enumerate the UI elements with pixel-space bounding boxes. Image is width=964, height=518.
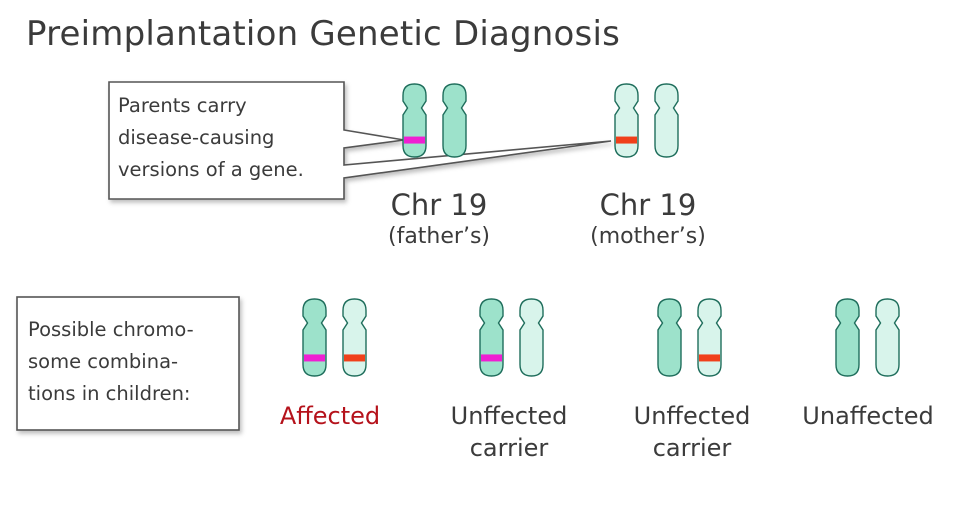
mother-chr-name: Chr 19: [599, 188, 697, 222]
mother-chromosome-pair: [614, 83, 679, 158]
child-label-line: Affected: [279, 402, 381, 430]
child3-chromosome-mother: [697, 298, 722, 377]
child-pair-affected: [302, 298, 367, 377]
child4-chromosome-mother: [875, 298, 900, 377]
child-pair-carrier-mother: [657, 298, 722, 377]
child-label-unaffected: Unaffected: [788, 400, 948, 432]
child-label-line: Unaffected: [802, 402, 934, 430]
father-chromosome-left: [402, 83, 427, 158]
callout-children-line: some combina-: [28, 350, 179, 373]
child2-chromosome-father: [479, 298, 504, 377]
child-label-carrier-1: Unffected carrier: [434, 400, 584, 464]
callout-parents-line: disease-causing: [118, 126, 275, 149]
callout-children-line: Possible chromo-: [28, 318, 194, 341]
child1-chromosome-mother: [342, 298, 367, 377]
child1-chromosome-father: [302, 298, 327, 377]
page-title: Preimplantation Genetic Diagnosis: [26, 14, 621, 54]
father-chr-owner: (father’s): [388, 224, 490, 249]
mother-mutation-band: [616, 136, 637, 144]
child4-chromosome-father: [835, 298, 860, 377]
father-chr-name: Chr 19: [390, 188, 488, 222]
callout-parents-text: Parents carry disease-causing versions o…: [118, 90, 304, 186]
callout-parents-box: [108, 81, 612, 200]
child1-mother-mutation-band: [344, 354, 365, 362]
child-label-line: carrier: [652, 434, 732, 462]
child3-mother-mutation-band: [699, 354, 720, 362]
father-chromosome-right: [442, 83, 467, 158]
child2-father-mutation-band: [481, 354, 502, 362]
callout-children-text: Possible chromo- some combina- tions in …: [28, 314, 194, 410]
child-label-line: Unffected: [450, 402, 568, 430]
mother-chromosome-right: [654, 83, 679, 158]
child3-chromosome-father: [657, 298, 682, 377]
mother-chr-owner: (mother’s): [590, 224, 706, 249]
child-label-affected: Affected: [255, 400, 405, 432]
child-label-line: carrier: [469, 434, 549, 462]
child1-father-mutation-band: [304, 354, 325, 362]
callout-parents-line: versions of a gene.: [118, 158, 304, 181]
mother-chromosome-label: Chr 19 (mother’s): [573, 188, 723, 252]
child2-chromosome-mother: [519, 298, 544, 377]
mother-chromosome-left: [614, 83, 639, 158]
child-label-line: Unffected: [633, 402, 751, 430]
child-label-carrier-2: Unffected carrier: [617, 400, 767, 464]
father-mutation-band: [404, 136, 425, 144]
child-pair-unaffected: [835, 298, 900, 377]
child-pair-carrier-father: [479, 298, 544, 377]
father-chromosome-pair: [402, 83, 467, 158]
callout-parents-line: Parents carry: [118, 94, 247, 117]
callout-children-line: tions in children:: [28, 382, 191, 405]
callout-children-box: [16, 296, 240, 431]
father-chromosome-label: Chr 19 (father’s): [369, 188, 509, 252]
